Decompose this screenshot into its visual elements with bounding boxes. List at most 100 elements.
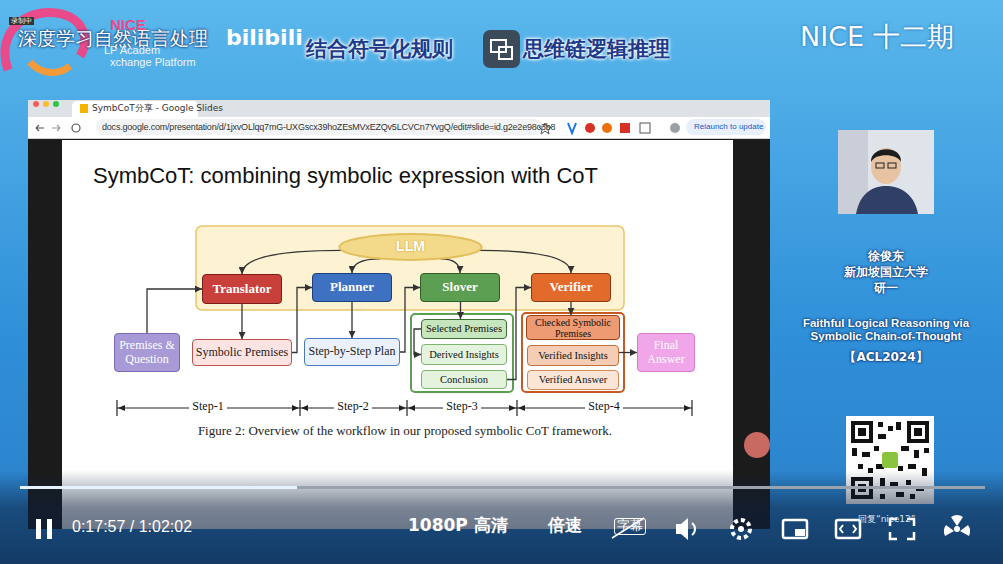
back-icon	[36, 125, 44, 131]
window-dot	[43, 101, 49, 107]
llm-band	[196, 226, 624, 310]
float-button	[744, 432, 770, 458]
connector	[351, 302, 352, 338]
connector	[414, 329, 421, 355]
logo-text: xchange Platform	[110, 56, 196, 69]
connector	[441, 259, 460, 273]
input-box: Premises & Question	[114, 333, 180, 372]
node-text: Translator	[213, 282, 272, 296]
widescreen-icon	[836, 520, 860, 538]
connector	[460, 302, 461, 319]
node-text: Symbolic Premises	[196, 346, 288, 359]
solver-step-box: Derived Insights	[421, 344, 507, 365]
node-text: Derived Insights	[429, 349, 499, 361]
subtitle-button: 字幕	[614, 518, 646, 535]
node-text: Verifier	[550, 280, 593, 294]
progress-played	[20, 486, 297, 489]
pip-icon	[795, 529, 805, 536]
speaker-name: 徐俊东	[868, 250, 904, 264]
logo-arc	[30, 62, 70, 72]
step-label: Step-3	[443, 400, 480, 414]
verifier-step-box: Verified Answer	[527, 370, 619, 390]
connector	[242, 250, 341, 274]
step-label: Step-2	[334, 400, 371, 414]
step-label: Step-4	[585, 400, 622, 414]
recording-badge: 录制中	[9, 17, 34, 25]
output-box: Step-by-Step Plan	[304, 338, 400, 366]
logo-text: NICE	[110, 16, 146, 33]
step-label: Step-1	[189, 400, 226, 414]
module-box: Verifier	[531, 273, 611, 302]
forward-icon	[52, 125, 60, 131]
window-dot	[33, 101, 39, 107]
module-box: Translator	[202, 274, 282, 304]
answer-box: Final Answer	[637, 333, 695, 372]
speaker-grade: 研一	[874, 282, 898, 296]
ellipse-shape	[339, 234, 481, 260]
progress-track	[20, 486, 985, 489]
settings-icon	[732, 520, 750, 538]
module-box: Slover	[420, 273, 500, 302]
connector	[480, 250, 571, 273]
quality-button: 1080P 高清	[408, 516, 508, 536]
node-text: Final Answer	[640, 339, 692, 365]
ext-icon	[585, 123, 595, 133]
pause-icon	[47, 519, 52, 539]
verifier-group	[522, 313, 624, 392]
module-box: Planner	[312, 273, 392, 302]
node-text: Selected Premises	[426, 323, 502, 335]
extra-icon	[944, 515, 970, 536]
tab-title: SymbCoT分享 - Google Slides	[92, 103, 223, 113]
connector	[352, 259, 380, 273]
node-text: Conclusion	[440, 374, 488, 386]
connector	[570, 302, 571, 315]
speed-button: 倍速	[548, 516, 582, 536]
extra-icon	[954, 526, 960, 532]
node-text: Planner	[330, 280, 374, 294]
pip-icon	[783, 520, 807, 538]
banner-title: 思维链逻辑推理	[523, 37, 670, 61]
node-text: Verified Insights	[538, 350, 608, 362]
solver-step-box: Selected Premises	[421, 319, 507, 339]
banner-title: 结合符号化规则	[306, 37, 453, 61]
verifier-step-box: Checked Symbolic Premises	[526, 315, 620, 340]
volume-icon	[692, 523, 695, 535]
ext-icon	[568, 123, 576, 133]
pip-icon	[499, 47, 512, 59]
output-box: Symbolic Premises	[192, 339, 292, 366]
ext-icon	[640, 123, 650, 133]
figure-caption: Figure 2: Overview of the workflow in ou…	[198, 424, 612, 439]
connector	[147, 289, 202, 333]
node-text: Step-by-Step Plan	[309, 345, 396, 358]
connector	[241, 304, 242, 339]
ext-icon	[602, 123, 612, 133]
widescreen-icon	[840, 525, 856, 533]
venue-tag: 【ACL2024】	[844, 351, 927, 365]
connector	[400, 288, 420, 353]
pip-button	[483, 30, 520, 68]
reload-icon	[72, 124, 80, 132]
qr-hint: 回复“nice12”	[858, 514, 915, 524]
time-display: 0:17:57 / 1:02:02	[72, 518, 192, 536]
solver-step-box: Conclusion	[421, 370, 507, 389]
volume-icon	[676, 518, 688, 540]
node-text: Verified Answer	[539, 374, 608, 386]
speaker-affiliation: 新加坡国立大学	[844, 266, 928, 280]
pause-icon	[36, 519, 41, 539]
speaker-video	[838, 130, 934, 214]
logo-text: LP Academ	[104, 44, 160, 57]
series-title: NICE 十二期	[800, 21, 954, 52]
step-ticks	[117, 400, 692, 416]
llm-ellipse: LLM	[338, 233, 483, 261]
verifier-step-box: Verified Insights	[527, 345, 619, 366]
site-logo: bilibili	[226, 25, 303, 50]
profile-icon	[670, 123, 680, 133]
solver-group	[411, 314, 513, 392]
window-dot	[53, 101, 59, 107]
url-text: docs.google.com/presentation/d/1jxvOLlqq…	[102, 122, 555, 132]
connector	[619, 352, 637, 353]
relaunch-button: Relaunch to update	[694, 122, 763, 131]
slides-favicon	[80, 104, 88, 113]
